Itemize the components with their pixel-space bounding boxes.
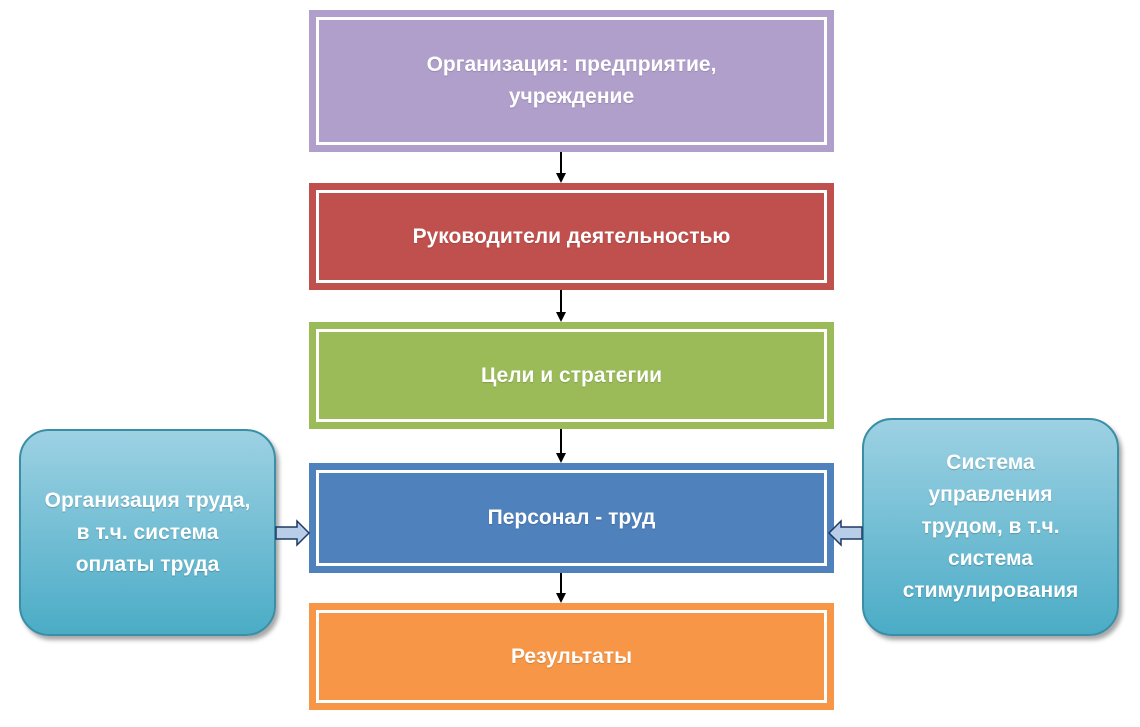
results-box-inner: Результаты: [316, 610, 827, 703]
organization-label: Организация: предприятие, учреждение: [426, 53, 717, 108]
organization-box-inner: Организация: предприятие, учреждение: [316, 17, 827, 145]
organization-box: Организация: предприятие, учреждение: [309, 10, 834, 152]
staff-label: Персонал - труд: [487, 506, 656, 529]
labor-management-label: Система управления трудом, в т.ч. систем…: [902, 451, 1079, 602]
managers-label: Руководители деятельностью: [412, 224, 731, 248]
labor-organization-box: Организация труда, в т.ч. система оплаты…: [19, 429, 276, 636]
managers-box: Руководители деятельностью: [309, 183, 834, 290]
block-arrow-left-to-staff: [275, 519, 311, 547]
goals-box: Цели и стратегии: [309, 322, 834, 429]
labor-organization-label: Организация труда, в т.ч. система оплаты…: [44, 488, 251, 576]
results-box: Результаты: [309, 603, 834, 710]
results-label: Результаты: [510, 644, 633, 668]
labor-management-box: Система управления трудом, в т.ч. систем…: [862, 418, 1119, 636]
goals-box-inner: Цели и стратегии: [316, 329, 827, 422]
goals-label: Цели и стратегии: [480, 363, 663, 387]
staff-box: Персонал - труд: [309, 463, 834, 573]
managers-box-inner: Руководители деятельностью: [316, 190, 827, 283]
staff-box-inner: Персонал - труд: [316, 470, 827, 566]
